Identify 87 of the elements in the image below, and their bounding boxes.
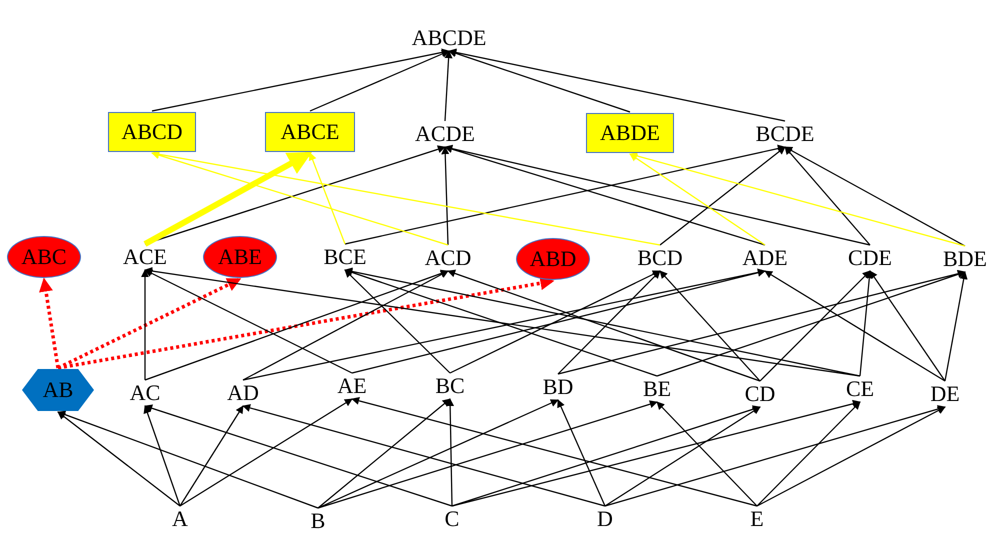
arrow [784,146,870,246]
arrow [57,412,180,506]
arrow [859,270,874,376]
arrow [141,269,149,380]
arrow [659,270,760,382]
arrow [242,270,449,381]
arrow [448,50,630,113]
node-label: ACDE [400,122,490,146]
node-label: B [298,509,338,533]
node-label: AE [322,374,382,398]
arrow [242,404,606,507]
node-label: E [737,507,777,531]
node-label: CD [730,382,790,406]
arrow [447,270,760,382]
arrow [870,270,946,382]
arrow [604,405,946,507]
arrow [558,270,966,375]
arrow [151,150,660,246]
node-label: ACD [408,246,488,270]
node-label: AD [213,381,273,405]
node-label: CDE [830,246,910,270]
node-label: ADE [725,246,805,270]
node-label: BE [627,377,687,401]
arrow [310,50,450,112]
arrow [352,268,766,374]
arrow [308,152,346,244]
node-label: BCE [305,245,385,269]
arrow [180,405,244,506]
arrow [629,152,966,247]
arrow [344,144,786,245]
arrow [604,406,761,506]
arrow [764,270,946,382]
node-label: BCDE [740,122,830,146]
ellipse-node: ABC [7,236,81,278]
arrow [944,271,968,382]
node-label: BCD [620,246,700,270]
arrow [629,154,766,246]
node-label: BDE [932,247,998,271]
node-label: BD [528,375,588,399]
arrow [351,396,758,507]
arrow [144,405,181,506]
arrow [756,406,946,507]
node-label: CE [830,377,890,401]
arrow [444,50,453,122]
arrow [57,410,318,509]
ellipse-node: ABE [203,236,277,278]
node-label: AC [115,381,175,405]
node-label: D [585,507,625,531]
rectangle-node: ABDE [586,113,674,153]
arrow [144,150,312,247]
arrow [441,146,450,246]
arrow [760,270,871,382]
arrow [144,267,860,377]
node-label: DE [915,382,975,406]
arrow [344,268,860,377]
arrow [144,269,352,374]
arrow [448,48,786,122]
arrow [446,398,454,506]
arrow [660,146,786,246]
arrow [656,270,966,377]
arrow [344,268,658,377]
node-label: ABCDE [399,26,499,50]
rectangle-node: ABCE [265,112,355,152]
arrow [558,270,661,374]
node-label: A [160,507,200,531]
ellipse-node: ABD [516,238,590,280]
arrow [318,398,451,508]
rectangle-node: ABCD [108,112,196,152]
arrow [318,399,559,509]
arrow [152,48,450,112]
arrow [39,278,60,368]
arrow [444,144,870,246]
arrow [452,400,861,507]
arrow [756,401,861,506]
node-label: BC [420,374,480,398]
arrow [784,146,966,247]
node-label: ACE [105,245,185,269]
node-label: C [432,507,472,531]
arrow [450,270,661,374]
arrow [452,405,761,507]
arrow [318,400,658,509]
arrow [180,398,353,506]
arrow [344,269,450,374]
arrow [656,401,758,506]
arrow [57,277,242,370]
arrow [557,399,606,506]
arrow [144,404,452,507]
